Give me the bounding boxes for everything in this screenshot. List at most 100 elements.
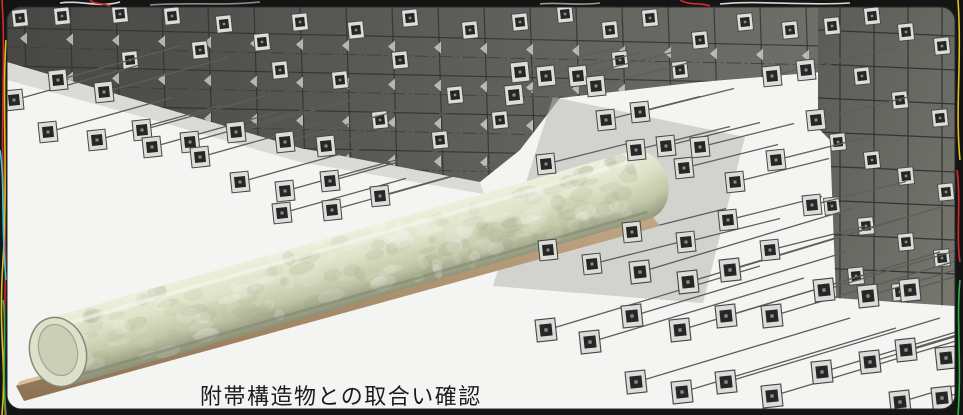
pipe-texture-spot xyxy=(612,186,632,201)
wall-bracket xyxy=(388,116,395,129)
pipe-texture-spot xyxy=(107,311,124,321)
plate-bolt xyxy=(868,360,872,364)
wall-anchor-plate xyxy=(781,20,799,40)
anchor-plate xyxy=(595,108,617,132)
wall-anchor-plate xyxy=(641,8,659,28)
back-wall xyxy=(7,7,822,182)
anchor-rod xyxy=(729,251,941,316)
anchor-plate xyxy=(86,128,108,152)
plate-bolt xyxy=(770,314,774,318)
pipe-texture-spot xyxy=(573,199,589,212)
anchor-plate xyxy=(7,88,25,112)
anchor-plate xyxy=(717,208,739,232)
pipe-texture-spot xyxy=(626,163,636,172)
pipe-texture-spot xyxy=(388,231,414,249)
plate-bolt xyxy=(328,179,332,183)
pipe-texture-spot xyxy=(323,268,342,282)
wall-anchor-plate xyxy=(897,22,915,42)
pipe-texture-spot xyxy=(220,308,231,321)
plate-bolt xyxy=(46,130,50,134)
wall-bracket xyxy=(526,43,533,56)
wall-anchor-plate xyxy=(53,7,71,26)
pipe-highlight xyxy=(50,159,634,330)
wall-bracket xyxy=(158,73,165,86)
wall-anchor-plate xyxy=(736,12,754,32)
wall-anchor-plate xyxy=(671,60,689,80)
pipe-texture-spot xyxy=(183,288,204,302)
anchor-plate xyxy=(724,170,746,194)
pipe-texture-spot xyxy=(566,219,579,231)
wall-anchor-plate xyxy=(897,166,915,186)
pipe-texture-spot xyxy=(517,236,528,246)
anchor-plate xyxy=(675,230,697,254)
plate-bolt xyxy=(830,204,834,208)
anchor-plate xyxy=(856,283,880,309)
plate-bolt xyxy=(498,118,502,122)
pipe-texture-spot xyxy=(421,263,447,275)
wall-anchor-plate xyxy=(291,12,309,32)
wall-anchor-plate xyxy=(857,216,875,236)
pipe-texture-spot xyxy=(354,266,366,282)
pipe-texture-spot xyxy=(251,278,264,291)
plate-bolt xyxy=(698,38,702,42)
plate-bolt xyxy=(940,256,944,260)
plate-bolt xyxy=(898,400,902,404)
pipe-texture-spot xyxy=(474,223,495,238)
pipe-texture-spot xyxy=(460,238,470,248)
wall-bracket xyxy=(434,155,441,168)
pipe-texture-spot xyxy=(194,327,220,342)
anchor-plate xyxy=(670,379,694,405)
anchor-plate xyxy=(765,148,787,172)
plate-bolt xyxy=(820,370,824,374)
plate-bolt xyxy=(638,270,642,274)
pipe-texture-spot xyxy=(558,208,579,221)
plate-bolt xyxy=(438,138,442,142)
pipe-texture-spot xyxy=(280,277,290,286)
pipe-texture-spot xyxy=(419,246,436,255)
plate-bolt xyxy=(686,280,690,284)
wall-anchor-plate xyxy=(163,7,181,26)
plate-bolt xyxy=(298,20,302,24)
wall-bracket xyxy=(664,46,671,59)
anchor-plate xyxy=(534,317,558,343)
plate-bolt xyxy=(904,240,908,244)
plate-bolt xyxy=(724,380,728,384)
anchor-plate xyxy=(625,138,647,162)
wall-grid-line xyxy=(818,199,955,207)
wall-bracket xyxy=(250,75,257,88)
anchor-plates xyxy=(7,58,955,409)
anchor-plate xyxy=(858,349,882,375)
pipe-texture-spot xyxy=(496,235,515,250)
anchor-plate xyxy=(369,184,391,208)
plate-bolt xyxy=(726,218,730,222)
frame-strand-red xyxy=(956,169,961,263)
anchor-plate xyxy=(934,345,955,371)
plate-bolt xyxy=(678,328,682,332)
pipe-texture-spot xyxy=(456,215,473,226)
wall-bracket xyxy=(204,74,211,87)
pipe-texture-spot xyxy=(229,282,240,293)
anchor-rod xyxy=(333,145,455,181)
pipe-texture-spot xyxy=(379,264,403,275)
anchor-rod xyxy=(775,331,955,396)
anchor-rod xyxy=(599,61,691,86)
wall-bracket xyxy=(296,76,303,89)
pipe-texture-spot xyxy=(503,228,524,238)
plate-bolt xyxy=(810,203,814,207)
plate-bolt xyxy=(822,288,826,292)
wall-bracket xyxy=(388,40,395,53)
wall-anchor-plate xyxy=(829,132,847,152)
plate-bolt xyxy=(904,174,908,178)
pipe-texture-spot xyxy=(297,270,324,288)
pipe-texture-spot xyxy=(188,320,214,333)
anchor-plate xyxy=(274,179,296,203)
wall-bracket xyxy=(112,72,119,85)
anchor-plate xyxy=(624,369,648,395)
pipe-texture-spot xyxy=(487,241,504,256)
anchor-rod xyxy=(383,160,505,196)
plate-bolt xyxy=(590,262,594,266)
wall-bracket xyxy=(526,119,533,132)
plate-bolt xyxy=(280,211,284,215)
wall-bracket xyxy=(756,48,763,61)
